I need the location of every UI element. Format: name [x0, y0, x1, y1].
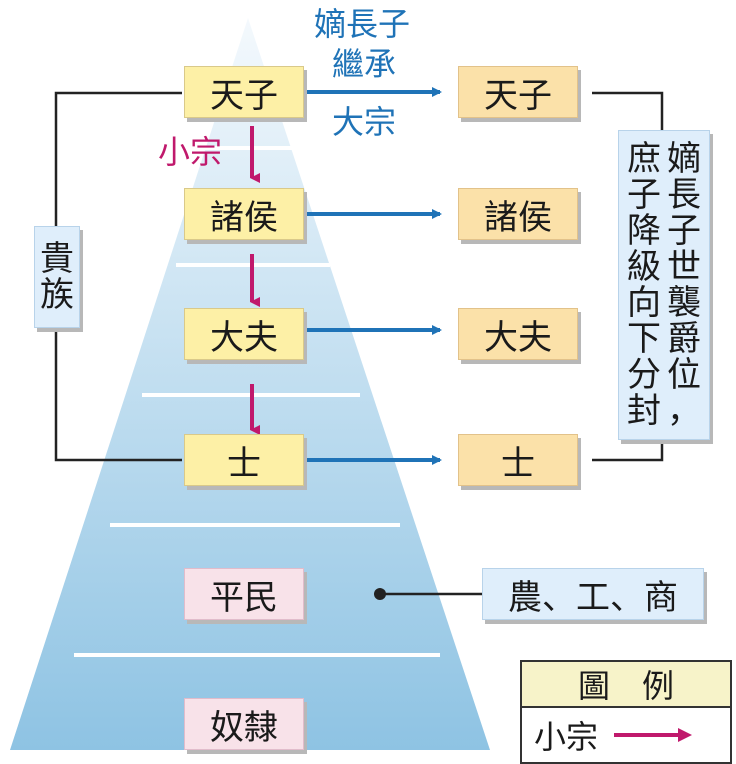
box-nuli: 奴隸	[184, 698, 304, 750]
nobility-char-1: 貴	[40, 239, 74, 279]
legend-pink-arrow	[614, 728, 693, 742]
arrow-label-line3: 大宗	[332, 103, 397, 141]
col1-char: 長	[667, 175, 701, 215]
right-box-tianzi: 天子	[458, 66, 578, 118]
commoner-note: 農、工、商	[482, 568, 704, 620]
box-dafu: 大夫	[184, 308, 304, 360]
box-shi: 士	[184, 434, 304, 486]
right-box-shi: 士	[458, 434, 578, 486]
pink-label: 小宗	[158, 133, 223, 171]
col1-char: 子	[667, 211, 701, 251]
nobility-label: 貴 族	[34, 226, 80, 328]
col2-char: 子	[627, 175, 661, 215]
col2-char: 封	[627, 391, 661, 431]
col2-char: 向	[627, 283, 661, 323]
col2-char: 庶	[627, 139, 661, 179]
legend: 圖 例 小宗	[520, 660, 732, 764]
col1-char: ，	[667, 391, 701, 431]
col1-char: 嫡	[667, 139, 701, 179]
succession-note: 嫡 長 子 世 襲 爵 位 ， 庶 子 降 級 向 下 分 封	[618, 130, 710, 440]
legend-title: 圖 例	[522, 662, 730, 708]
right-box-zhuhou: 諸侯	[458, 188, 578, 240]
col1-char: 爵	[667, 319, 701, 359]
succession-col-2: 庶 子 降 級 向 下 分 封	[627, 141, 661, 429]
col2-char: 下	[627, 319, 661, 359]
col2-char: 分	[627, 355, 661, 395]
legend-item-label: 小宗	[534, 718, 599, 756]
succession-col-1: 嫡 長 子 世 襲 爵 位 ，	[667, 141, 701, 429]
col1-char: 位	[667, 355, 701, 395]
box-tianzi: 天子	[184, 66, 304, 118]
legend-row: 小宗	[522, 708, 730, 762]
box-pingmin: 平民	[184, 568, 304, 620]
box-zhuhou: 諸侯	[184, 188, 304, 240]
col1-char: 世	[667, 247, 701, 287]
nobility-char-2: 族	[40, 275, 74, 315]
col2-char: 級	[627, 247, 661, 287]
arrow-label-line2: 繼承	[332, 45, 397, 83]
arrow-label-line1: 嫡長子	[314, 5, 411, 43]
right-box-dafu: 大夫	[458, 308, 578, 360]
col1-char: 襲	[667, 283, 701, 323]
col2-char: 降	[627, 211, 661, 251]
